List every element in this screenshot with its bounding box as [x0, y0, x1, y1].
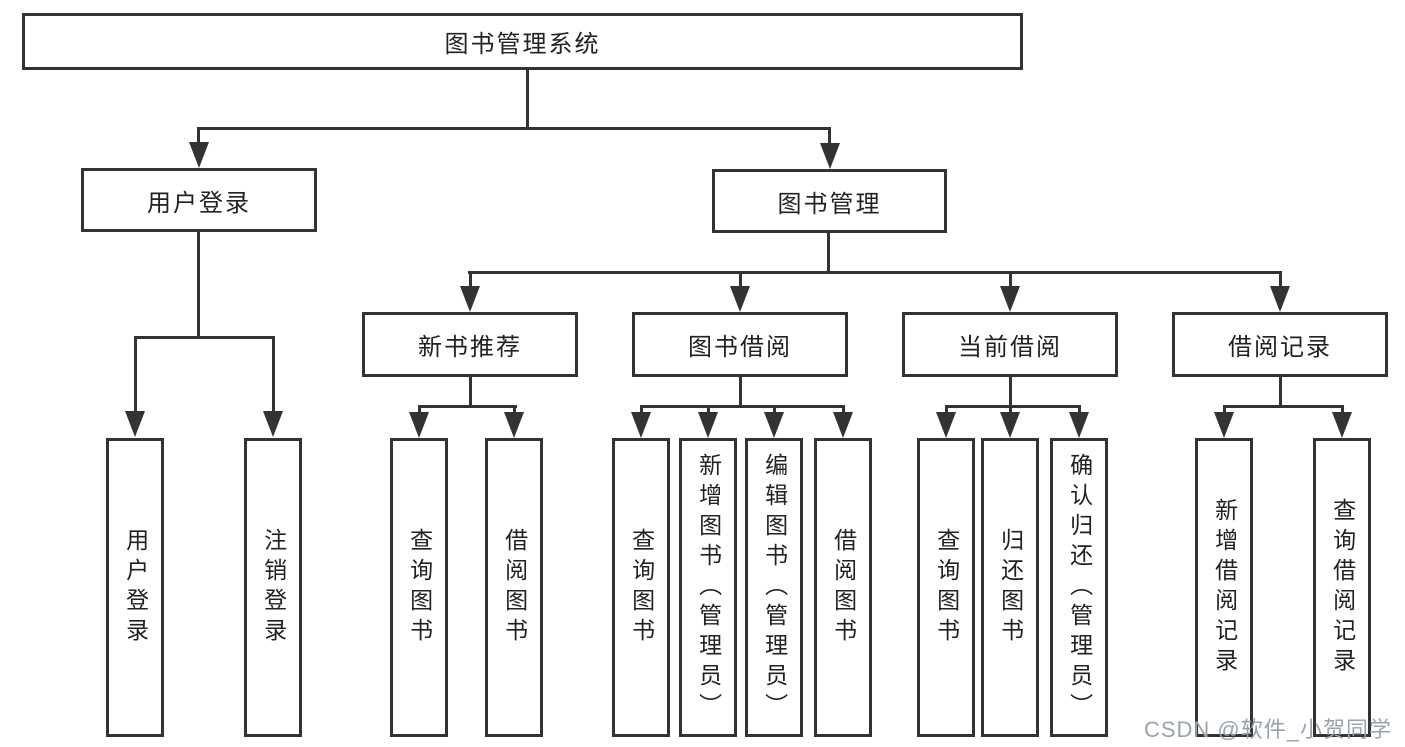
node-new-book-recommendation: 新书推荐	[362, 312, 578, 377]
leaf-return-books: 归还图书	[981, 438, 1039, 737]
arrow-down-icon	[1000, 286, 1020, 312]
connector-hline	[945, 405, 1081, 408]
arrow-down-icon	[1270, 286, 1290, 312]
arrow-down-icon	[1069, 412, 1089, 438]
arrow-down-icon	[504, 412, 524, 438]
leaf-query-borrow-record: 查询借阅记录	[1313, 438, 1371, 737]
connector-vline	[1223, 405, 1226, 414]
connector-vline	[1279, 271, 1282, 287]
node-borrowing-records: 借阅记录	[1172, 312, 1388, 377]
leaf-edit-books-admin: 编辑图书（管理员）	[745, 438, 803, 737]
node-user-login: 用户登录	[81, 168, 317, 232]
arrow-down-icon	[263, 411, 283, 437]
leaf-confirm-return-admin: 确认归还（管理员）	[1050, 438, 1108, 737]
connector-vline	[842, 405, 845, 414]
connector-hline	[1223, 405, 1344, 408]
connector-vline	[272, 336, 275, 414]
connector-vline	[739, 377, 742, 407]
leaf-query-books-recommend: 查询图书	[390, 438, 448, 737]
connector-hline	[640, 405, 845, 408]
arrow-down-icon	[189, 142, 209, 168]
arrow-down-icon	[833, 412, 853, 438]
arrow-down-icon	[1214, 412, 1234, 438]
connector-vline	[418, 405, 421, 414]
arrow-down-icon	[730, 286, 750, 312]
leaf-borrow-books-recommend: 借阅图书	[485, 438, 543, 737]
connector-vline	[1279, 377, 1282, 407]
connector-hline	[197, 127, 831, 130]
connector-vline	[1341, 405, 1344, 414]
connector-vline	[707, 405, 710, 414]
connector-vline	[469, 377, 472, 407]
leaf-logout: 注销登录	[244, 438, 302, 737]
arrow-down-icon	[1000, 412, 1020, 438]
connector-vline	[469, 271, 472, 287]
node-current-borrowing: 当前借阅	[902, 312, 1118, 377]
arrow-down-icon	[409, 412, 429, 438]
arrow-down-icon	[631, 412, 651, 438]
connector-vline	[739, 271, 742, 287]
arrow-down-icon	[820, 143, 840, 169]
connector-vline	[773, 405, 776, 414]
leaf-borrow-books-borrowing: 借阅图书	[814, 438, 872, 737]
node-library-management-system: 图书管理系统	[22, 13, 1023, 70]
connector-vline	[640, 405, 643, 414]
connector-vline	[1009, 271, 1012, 287]
connector-hline	[134, 336, 275, 339]
connector-vline	[1009, 377, 1012, 407]
connector-vline	[134, 336, 137, 414]
arrow-down-icon	[698, 412, 718, 438]
connector-vline	[513, 405, 516, 414]
leaf-query-books-current: 查询图书	[917, 438, 975, 737]
connector-vline	[197, 127, 200, 147]
leaf-add-books-admin: 新增图书（管理员）	[679, 438, 737, 737]
connector-vline	[1009, 405, 1012, 414]
arrow-down-icon	[764, 412, 784, 438]
connector-hline	[418, 405, 517, 408]
connector-vline	[1078, 405, 1081, 414]
connector-vline	[945, 405, 948, 414]
connector-vline	[526, 70, 529, 128]
arrow-down-icon	[936, 412, 956, 438]
connector-vline	[197, 232, 200, 338]
node-book-borrowing: 图书借阅	[632, 312, 848, 377]
leaf-user-login: 用户登录	[106, 438, 164, 737]
connector-hline	[468, 271, 1282, 274]
watermark: CSDN @软件_小贺同学	[1143, 717, 1392, 742]
leaf-add-borrow-record: 新增借阅记录	[1195, 438, 1253, 737]
arrow-down-icon	[1332, 412, 1352, 438]
leaf-query-books-borrowing: 查询图书	[612, 438, 670, 737]
arrow-down-icon	[460, 286, 480, 312]
connector-vline	[827, 233, 830, 272]
arrow-down-icon	[125, 411, 145, 437]
node-book-management: 图书管理	[712, 169, 947, 233]
connector-vline	[828, 127, 831, 147]
